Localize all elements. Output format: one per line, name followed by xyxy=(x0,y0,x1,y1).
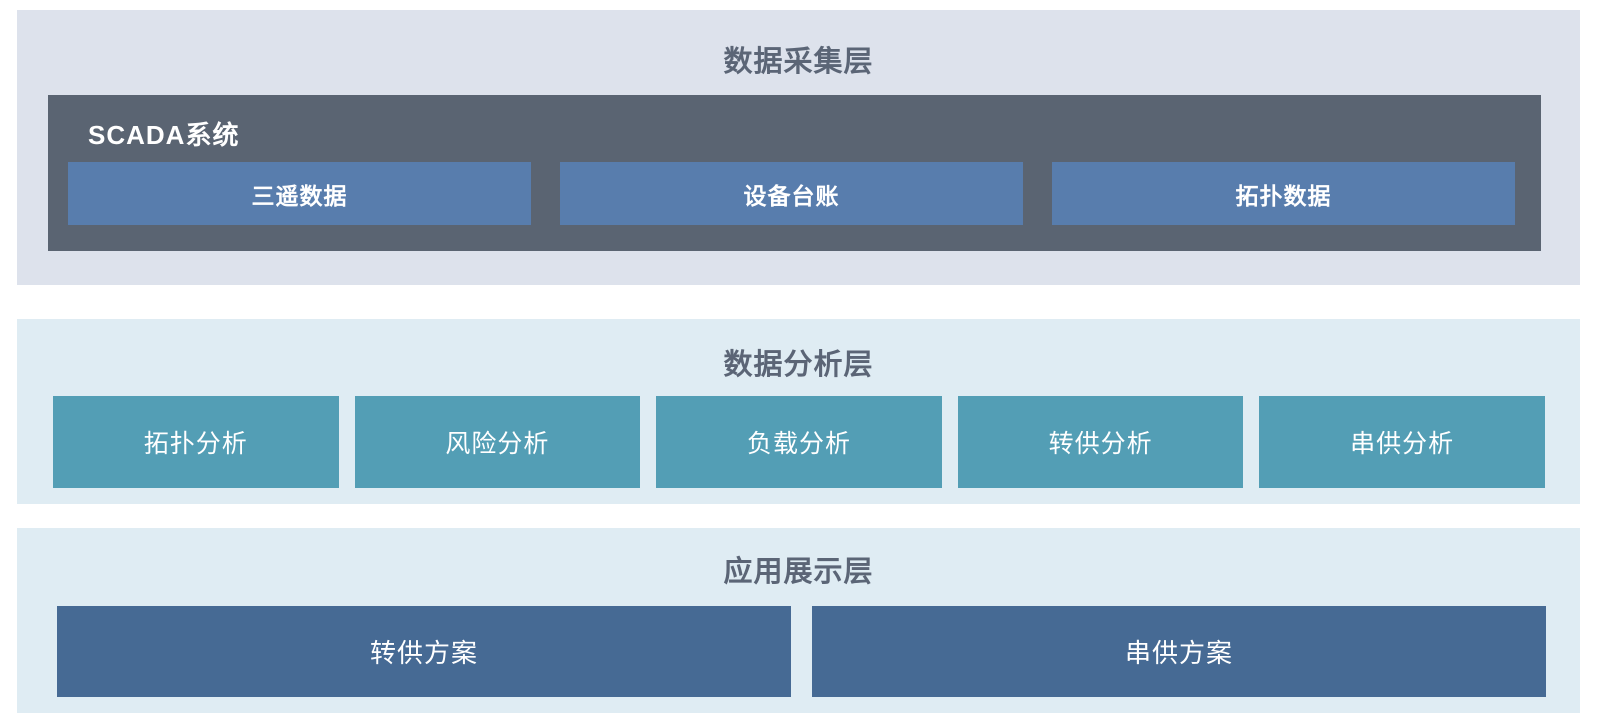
analysis-items-row: 拓扑分析 风险分析 负载分析 转供分析 串供分析 xyxy=(53,396,1545,488)
scada-item-telemetry: 三遥数据 xyxy=(68,162,531,225)
application-item-transfer-supply-plan: 转供方案 xyxy=(57,606,791,697)
analysis-item-risk: 风险分析 xyxy=(354,396,641,488)
scada-item-equipment-ledger: 设备台账 xyxy=(560,162,1023,225)
analysis-item-transfer-supply: 转供分析 xyxy=(957,396,1244,488)
scada-system-title: SCADA系统 xyxy=(88,120,240,150)
application-item-series-supply-plan: 串供方案 xyxy=(812,606,1546,697)
scada-system-container: SCADA系统 三遥数据 设备台账 拓扑数据 xyxy=(48,95,1541,251)
analysis-item-topology: 拓扑分析 xyxy=(53,396,339,488)
application-display-layer-panel: 应用展示层 转供方案 串供方案 xyxy=(17,528,1580,713)
analysis-item-series-supply: 串供分析 xyxy=(1259,396,1545,488)
data-analysis-layer-panel: 数据分析层 拓扑分析 风险分析 负载分析 转供分析 串供分析 xyxy=(17,319,1580,504)
data-collection-layer-panel: 数据采集层 SCADA系统 三遥数据 设备台账 拓扑数据 xyxy=(17,10,1580,285)
application-display-layer-title: 应用展示层 xyxy=(723,556,874,588)
application-items-row: 转供方案 串供方案 xyxy=(57,606,1546,697)
scada-items-row: 三遥数据 设备台账 拓扑数据 xyxy=(68,162,1515,225)
analysis-item-load: 负载分析 xyxy=(656,396,942,488)
data-analysis-layer-title: 数据分析层 xyxy=(723,349,874,381)
scada-item-topology-data: 拓扑数据 xyxy=(1052,162,1515,225)
data-collection-layer-title: 数据采集层 xyxy=(723,46,874,78)
